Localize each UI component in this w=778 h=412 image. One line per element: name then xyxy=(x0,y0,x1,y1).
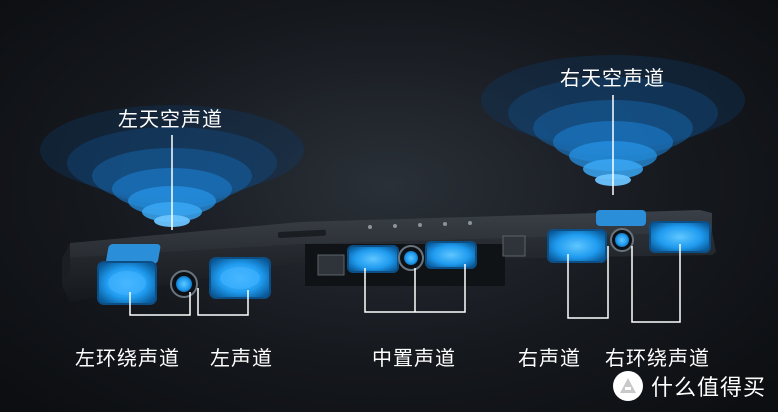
left-tweeter xyxy=(170,270,198,298)
label-center: 中置声道 xyxy=(372,346,456,370)
left-surround-driver xyxy=(97,261,157,305)
site-watermark: 什么值得买 xyxy=(612,370,766,402)
label-right-surround: 右环绕声道 xyxy=(605,346,710,370)
label-left-surround: 左环绕声道 xyxy=(75,346,180,370)
center-driver-right xyxy=(425,241,477,269)
label-right-height: 右天空声道 xyxy=(560,66,665,90)
label-left: 左声道 xyxy=(210,346,273,370)
right-driver xyxy=(547,229,607,263)
center-driver-left xyxy=(347,245,399,273)
zhi-badge-icon xyxy=(612,371,643,401)
watermark-text: 什么值得买 xyxy=(650,376,766,401)
left-height-waves xyxy=(40,105,304,230)
right-height-waves xyxy=(481,55,745,195)
left-driver xyxy=(209,257,271,299)
label-right: 右声道 xyxy=(518,346,581,370)
label-left-height: 左天空声道 xyxy=(118,107,223,131)
right-tweeter xyxy=(610,228,634,252)
center-tweeter xyxy=(398,245,424,271)
leader-lines xyxy=(129,244,681,323)
